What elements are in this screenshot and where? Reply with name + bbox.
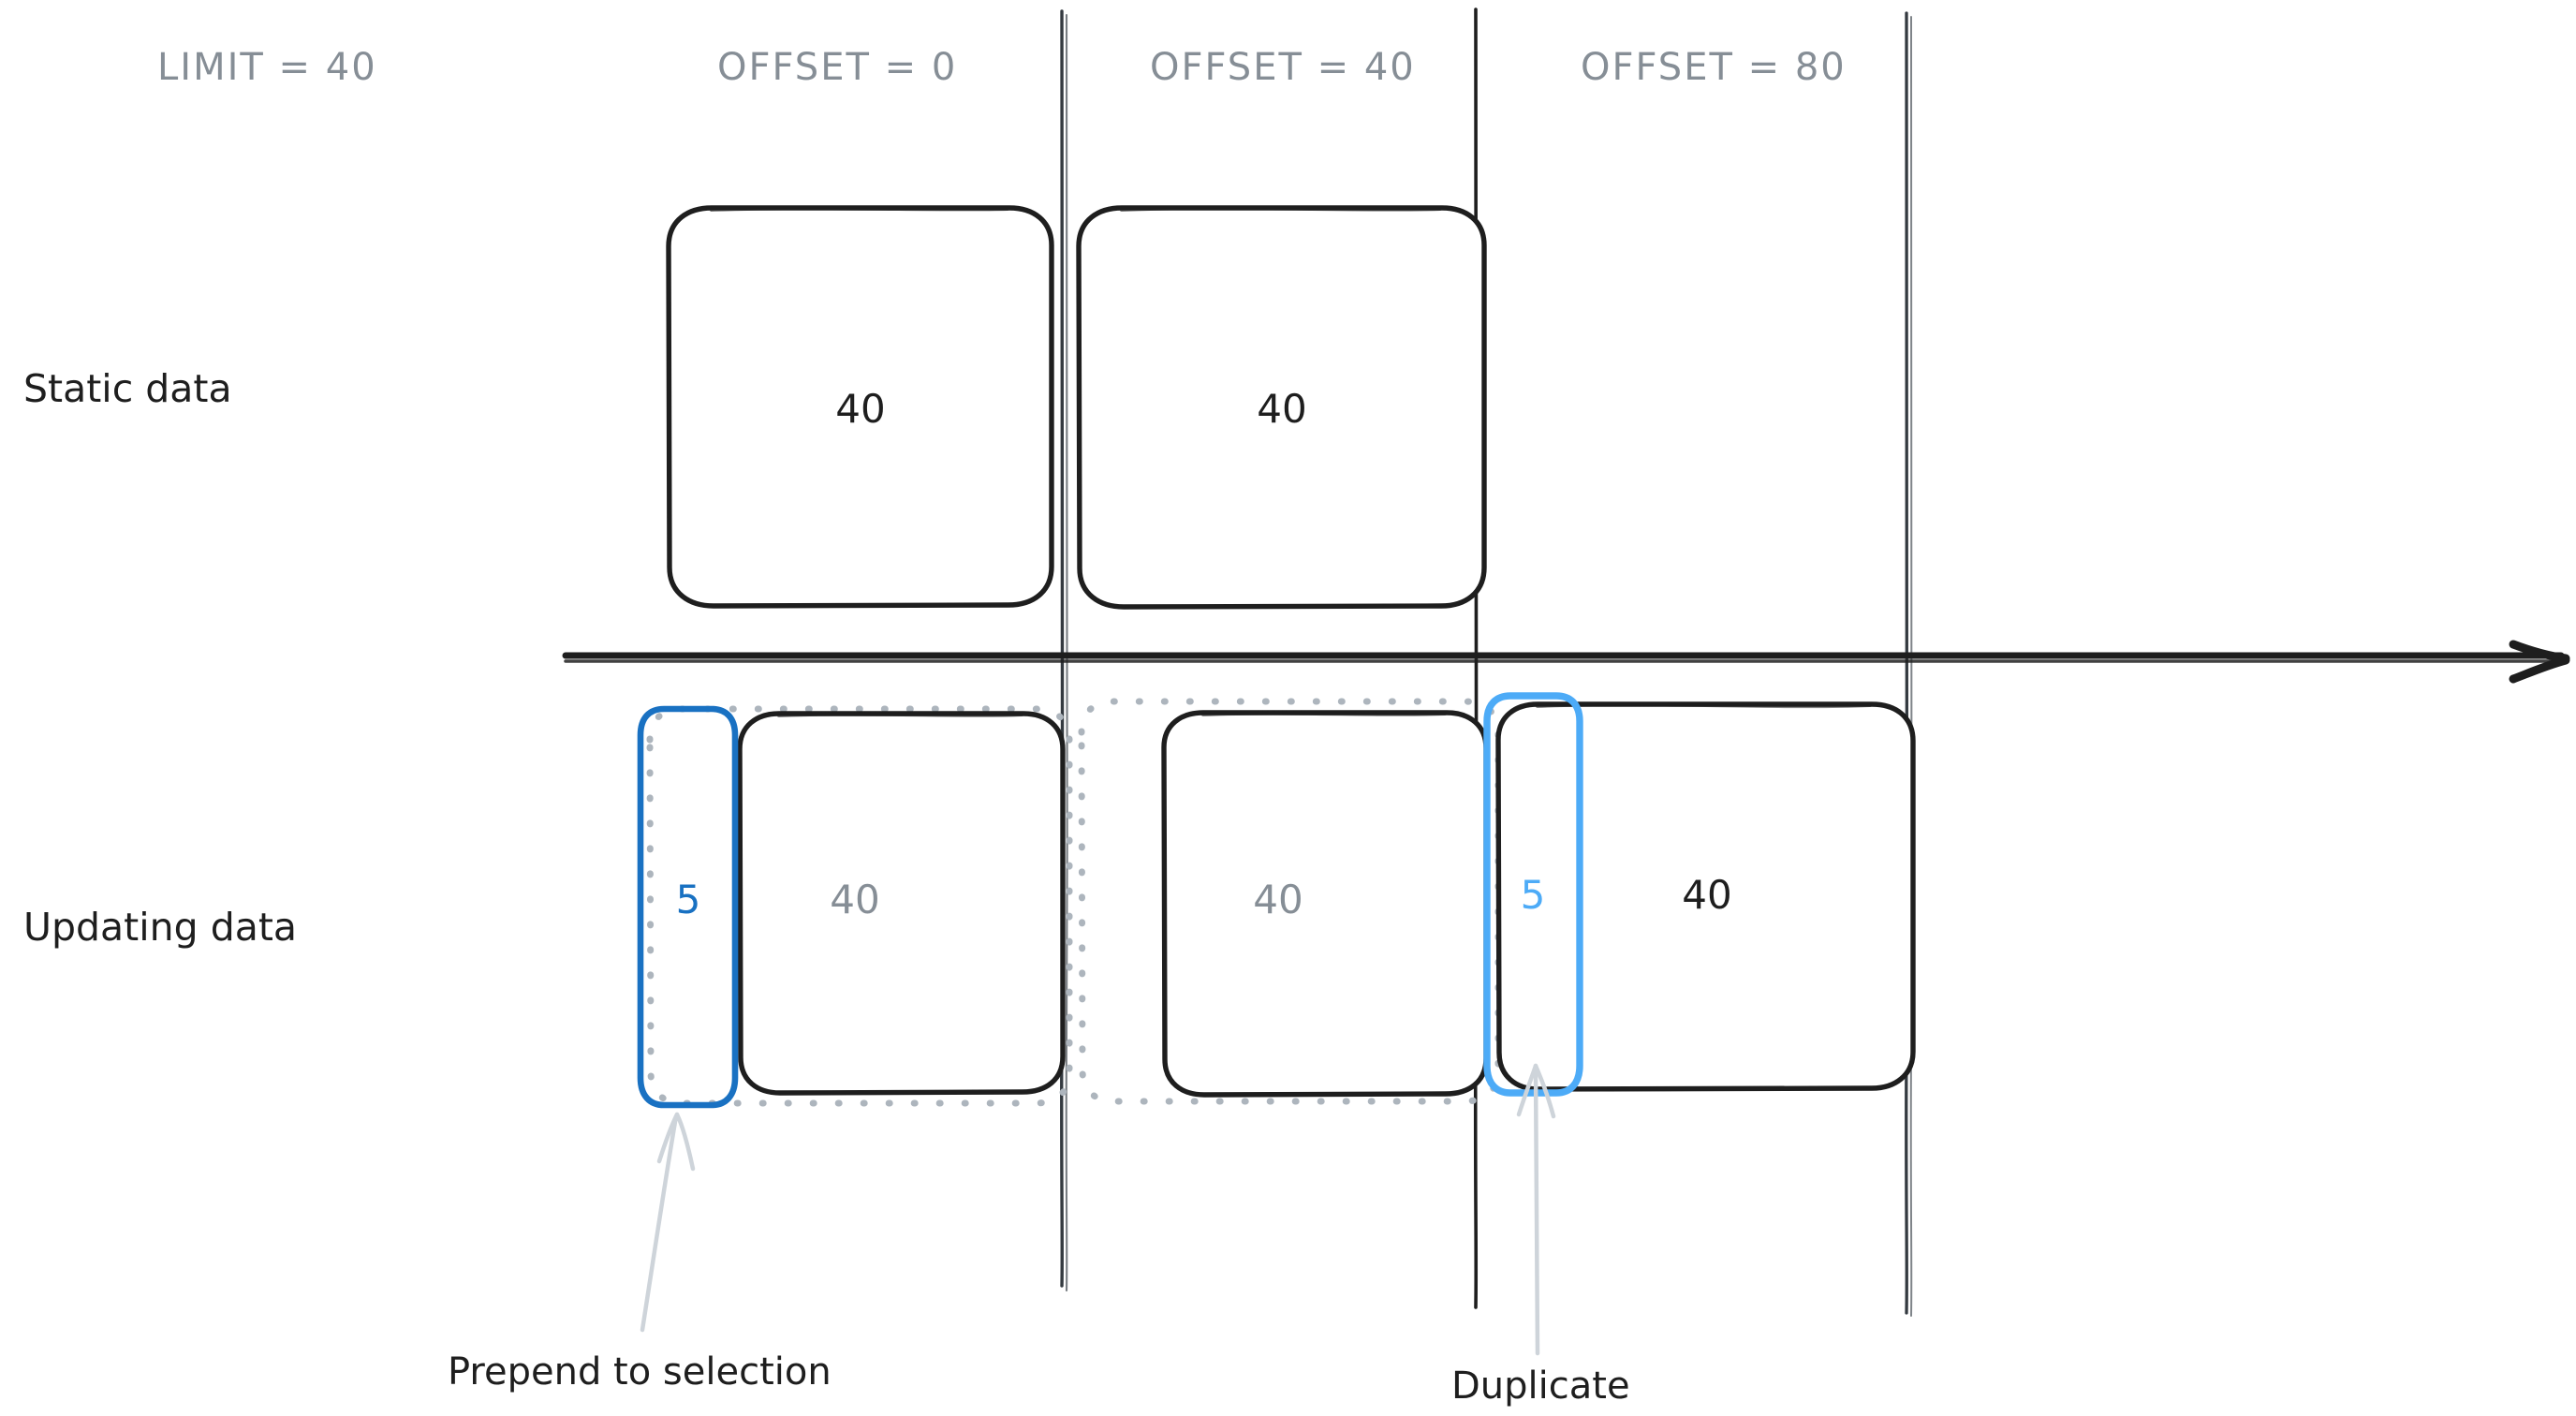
ghost-page-2-shape xyxy=(1078,698,1502,1105)
updating-page-2-shape xyxy=(1161,710,1489,1098)
time-axis-arrow xyxy=(562,640,2570,684)
updating-page-1-shape xyxy=(737,711,1066,1096)
inserted-block-2-shape xyxy=(1483,692,1583,1097)
inserted-block-1-shape xyxy=(637,705,739,1109)
column-divider-offset80 xyxy=(1905,11,1913,1317)
static-page-1-shape xyxy=(666,205,1054,609)
updating-page-3-shape xyxy=(1495,701,1916,1092)
static-page-2-shape xyxy=(1076,205,1487,610)
prepend-leader-arrow xyxy=(640,1112,696,1333)
column-divider-offset0 xyxy=(1060,9,1068,1292)
duplicate-leader-arrow xyxy=(1516,1063,1556,1356)
ghost-page-1-shape xyxy=(646,705,1073,1107)
